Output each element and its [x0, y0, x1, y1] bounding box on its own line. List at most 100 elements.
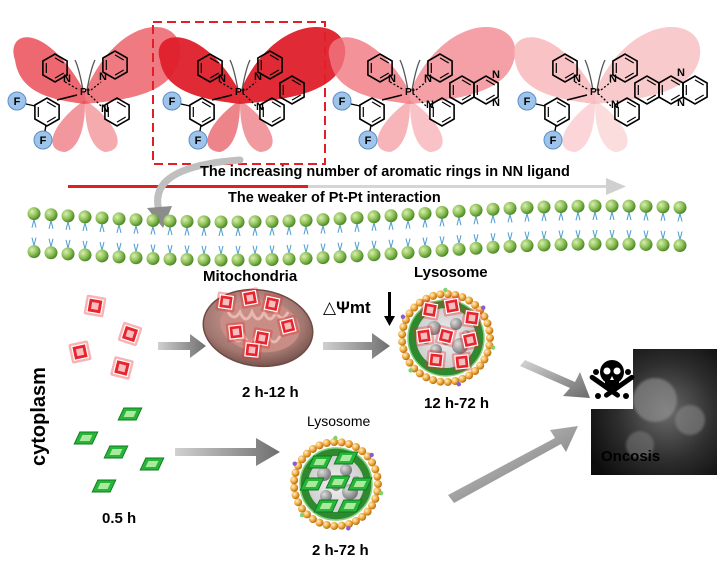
- lipid-bead: [351, 443, 360, 452]
- vesicle: [340, 464, 352, 476]
- delta-psi-label: △Ψmt: [323, 298, 371, 317]
- lipid-bead: [415, 298, 424, 307]
- butterfly-hindwing-left: [52, 100, 85, 152]
- butterfly-hindwing-right: [410, 100, 443, 152]
- lipid-head: [367, 248, 381, 262]
- lipid-head: [605, 199, 619, 213]
- lipid-head: [486, 240, 500, 254]
- antennae: [584, 59, 606, 91]
- lipid-bead: [290, 476, 299, 485]
- lipid-bead: [398, 337, 407, 346]
- lipid-bead: [483, 348, 492, 357]
- lipid-head: [214, 215, 228, 229]
- lipid-bead: [410, 303, 419, 312]
- lipid-head: [571, 199, 585, 213]
- antennae: [74, 59, 96, 91]
- antennae: [229, 59, 251, 91]
- mitochondria-label: Mitochondria: [203, 268, 298, 285]
- red-complex: [434, 324, 458, 348]
- lipid-bead: [458, 293, 467, 302]
- lipid-head: [282, 214, 296, 228]
- trend-arrow: [68, 178, 626, 195]
- lipid-head: [197, 253, 211, 267]
- time-mito-label: 2 h-12 h: [242, 384, 299, 401]
- red-complex: [461, 307, 483, 329]
- butterfly-hindwing-left: [377, 100, 410, 152]
- lipid-bead: [405, 358, 414, 367]
- lipid-bead: [322, 439, 331, 448]
- lysosome-top-label: Lysosome: [414, 264, 488, 281]
- cytoplasm-complexes: [68, 294, 165, 493]
- red-complex: [419, 299, 441, 321]
- n-atom-label: N: [609, 73, 617, 85]
- f-atom-label: F: [550, 135, 557, 147]
- surface-protein: [369, 452, 374, 458]
- lipid-bead: [465, 296, 474, 305]
- n-atom-label: N: [573, 73, 581, 85]
- butterfly-hindwing-right: [85, 100, 118, 152]
- lipid-bead: [451, 290, 460, 299]
- n-atom-label: N: [492, 69, 500, 81]
- n-atom-label: N: [388, 73, 396, 85]
- lipid-head: [27, 245, 41, 259]
- lipid-head: [622, 199, 636, 213]
- lipid-head: [333, 212, 347, 226]
- lipid-bead: [337, 521, 346, 530]
- green-complex: [103, 445, 129, 459]
- lipid-bead: [330, 521, 339, 530]
- lipid-head: [282, 252, 296, 266]
- green-complex: [91, 479, 117, 493]
- lipid-head: [588, 199, 602, 213]
- red-complex: [251, 327, 273, 349]
- n-atom-label: N: [101, 103, 109, 115]
- green-complex: [313, 499, 339, 513]
- fluorine-bubble: [517, 91, 537, 111]
- fluorine-bubble: [162, 91, 182, 111]
- fluorine-bubble: [358, 130, 378, 150]
- red-complex: [241, 339, 263, 361]
- butterfly-hindwing-left: [207, 100, 240, 152]
- trend-label-aromatic-rings: The increasing number of aromatic rings …: [200, 164, 570, 180]
- f-atom-label: F: [339, 96, 346, 108]
- n-atom-label: N: [424, 73, 432, 85]
- lipid-head: [418, 244, 432, 258]
- lysosome-bottom: [290, 435, 384, 531]
- butterfly-hindwing-right: [595, 100, 628, 152]
- n-atom-label: N: [254, 71, 262, 83]
- arrow-to-oncosis-top: [520, 360, 590, 398]
- lipid-bead: [371, 465, 380, 474]
- lipid-head: [299, 213, 313, 227]
- lipid-head: [95, 211, 109, 225]
- lipid-head: [401, 246, 415, 260]
- butterfly-wing-left: [513, 37, 595, 104]
- lipid-head: [656, 200, 670, 214]
- butterfly-wing-right: [595, 26, 701, 104]
- highlight-box: [152, 21, 326, 165]
- lipid-bead: [480, 312, 489, 321]
- lipid-head: [588, 237, 602, 251]
- lipid-head: [129, 251, 143, 265]
- butterfly-wing-left: [328, 37, 410, 104]
- lipid-head: [384, 209, 398, 223]
- red-complex: [83, 294, 107, 318]
- lipid-head: [520, 239, 534, 253]
- n-atom-label: N: [611, 99, 619, 111]
- uptake-arrow: [154, 156, 244, 218]
- f-atom-label: F: [169, 96, 176, 108]
- fluorine-bubble: [543, 130, 563, 150]
- lipid-bead: [476, 361, 485, 370]
- arrow-to-lyso-bottom: [175, 438, 280, 466]
- lipid-bead: [371, 494, 380, 503]
- lipid-bead: [302, 510, 311, 519]
- lipid-bead: [436, 290, 445, 299]
- n-atom-label: N: [426, 99, 434, 111]
- lipid-head: [333, 250, 347, 264]
- lipid-bead: [298, 455, 307, 464]
- red-complex: [239, 287, 261, 309]
- lipid-head: [367, 210, 381, 224]
- butterfly-wing-right: [85, 26, 181, 104]
- lipid-bead: [399, 322, 408, 331]
- green-complex: [307, 455, 333, 469]
- red-complex: [110, 356, 134, 380]
